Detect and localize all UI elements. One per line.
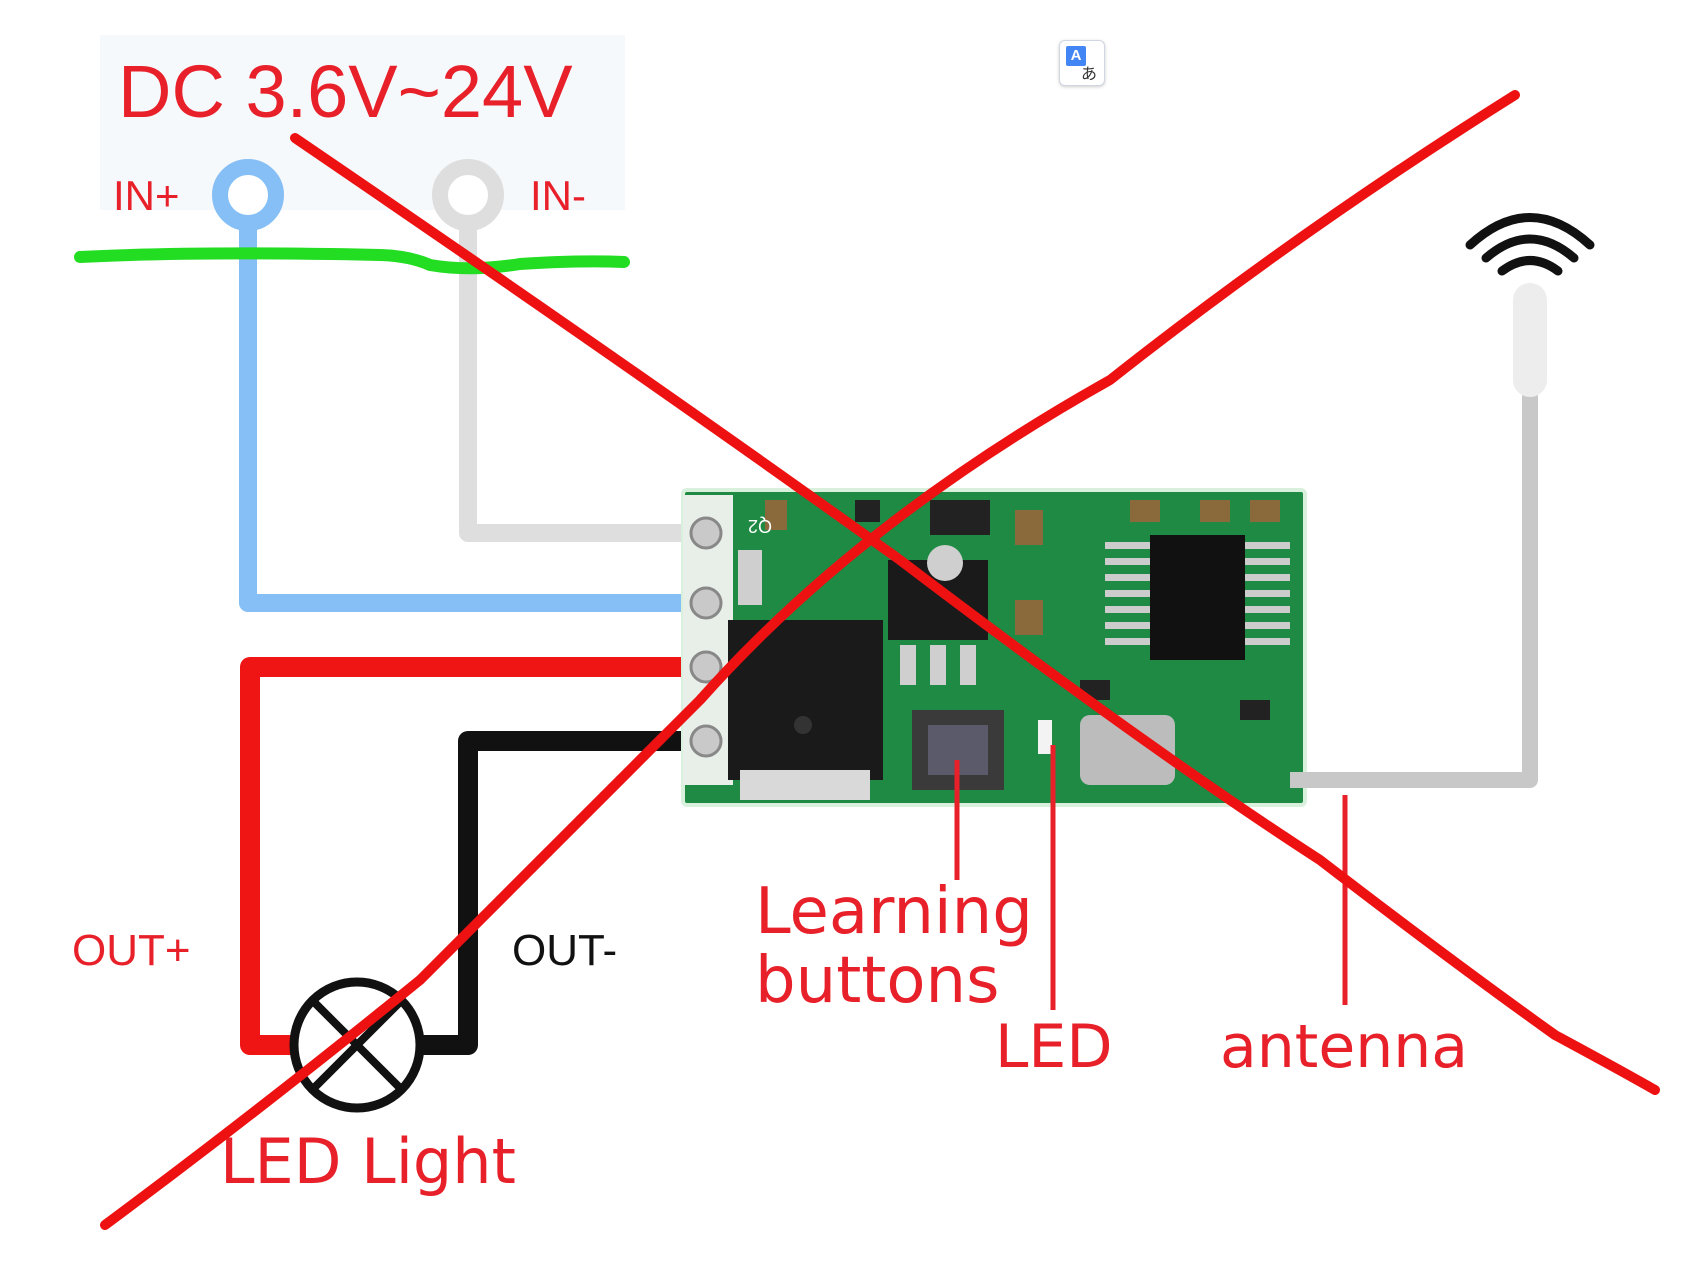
terminal-in-minus — [689, 516, 723, 550]
out-minus-wire — [420, 731, 705, 1055]
translate-button[interactable]: A あ — [1059, 40, 1105, 86]
antenna-label: antenna — [1220, 1012, 1468, 1082]
green-annotation-line — [74, 247, 630, 275]
supply-voltage-label: DC 3.6V~24V — [118, 50, 573, 133]
in-plus-label: IN+ — [113, 172, 180, 219]
terminal-in-plus — [689, 586, 723, 620]
learning-buttons-label-line1: Learning — [755, 875, 1033, 949]
status-led — [1038, 720, 1052, 754]
out-plus-wire — [240, 657, 705, 1055]
translate-icon: A — [1066, 46, 1086, 66]
ic-chip — [1150, 535, 1245, 660]
terminal-out-plus — [689, 650, 723, 684]
receiver-module-pcb: Q2 — [681, 488, 1307, 807]
crystal — [1080, 715, 1175, 785]
in-minus-label: IN- — [530, 172, 586, 219]
in-plus-wire — [212, 159, 705, 612]
lamp-icon — [289, 977, 425, 1113]
antenna-wire — [1290, 283, 1547, 788]
led-light-label: LED Light — [220, 1125, 516, 1198]
board-marking: Q2 — [748, 516, 772, 536]
terminal-out-minus — [689, 724, 723, 758]
translate-ja-glyph: あ — [1081, 64, 1098, 83]
out-minus-label: OUT- — [512, 926, 617, 975]
in-minus-wire — [432, 159, 705, 542]
led-label: LED — [995, 1012, 1113, 1082]
red-cross-stroke-2 — [100, 90, 1520, 1230]
out-plus-label: OUT+ — [72, 926, 191, 975]
wifi-signal-icon — [1465, 213, 1595, 276]
learning-buttons-label-line2: buttons — [755, 944, 999, 1018]
red-cross-stroke-1 — [290, 133, 1660, 1095]
